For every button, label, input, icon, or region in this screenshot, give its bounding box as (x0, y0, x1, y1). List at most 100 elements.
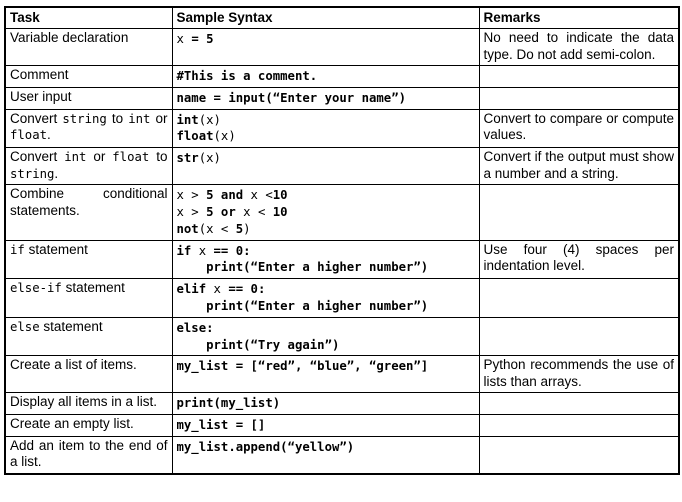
task-cell: User input (4, 86, 173, 110)
code-token: x < (243, 188, 273, 203)
code-token: == 0: (213, 243, 251, 258)
code-token: 10 (272, 204, 288, 219)
table-row: Comment #This is a comment. (4, 65, 680, 88)
task-text: . (54, 165, 59, 181)
task-text: . (47, 127, 51, 143)
code-token: x (206, 282, 229, 297)
code-line: x > 5 and x <10 (177, 187, 475, 204)
task-text: to (106, 110, 129, 126)
task-cell: Combine conditional statements. (4, 184, 173, 241)
sample-syntax-cell: str(x) (171, 147, 480, 186)
code-token: ) (243, 221, 251, 236)
code-line: my_list.append(“yellow”) (177, 439, 475, 456)
code-token: 10 (272, 188, 288, 203)
code-token: (x) (213, 129, 236, 144)
task-cell: Create an empty list. (4, 414, 173, 437)
remark-cell (478, 86, 680, 110)
code-token: print(“Enter a higher number”) (176, 260, 429, 275)
task-code-term: else-if (10, 281, 62, 296)
sample-syntax-cell: elif x == 0: print(“Enter a higher numbe… (171, 278, 480, 318)
task-text: Create an empty list. (10, 416, 134, 432)
task-text: Add an item to the end of a list. (10, 437, 168, 470)
code-token: my_list = [“red”, “blue”, “green”] (176, 359, 429, 374)
code-line: x = 5 (177, 31, 475, 48)
code-line: print(“Enter a higher number”) (177, 298, 475, 315)
task-text: Convert (10, 149, 65, 165)
remark-cell (478, 278, 680, 318)
task-code-term: else (10, 319, 40, 334)
task-text: statement (39, 318, 103, 334)
code-token: (x) (198, 151, 221, 166)
remark-cell (478, 65, 680, 88)
task-cell: if statement (4, 239, 173, 280)
task-code-term: int (128, 111, 151, 126)
code-token: x (191, 243, 214, 258)
sample-syntax-cell: my_list.append(“yellow”) (171, 435, 480, 475)
code-token: 5 or (206, 204, 236, 219)
table-row: Create an empty list. my_list = [] (4, 414, 680, 437)
task-code-term: if (10, 242, 25, 257)
table-row: Convert string to int or float.int (x)flo… (4, 108, 680, 149)
task-text: to (149, 149, 168, 165)
code-token: x > (176, 204, 207, 219)
remark-cell (478, 414, 680, 437)
task-cell: Create a list of items. (4, 355, 173, 394)
code-token: 5 and (206, 188, 244, 203)
sample-syntax-cell: int(x)float(x) (171, 108, 480, 149)
task-cell: Add an item to the end of a list. (4, 435, 173, 475)
remark-cell: Python recommends the use of lists than … (478, 355, 680, 394)
code-token: print(“Enter a higher number”) (176, 298, 429, 313)
task-code-term: int (64, 150, 87, 165)
task-text: or (150, 110, 168, 126)
code-token: print(my_list) (176, 396, 281, 411)
sample-syntax-cell: else: print(“Try again”) (171, 316, 480, 357)
task-cell: else statement (4, 316, 173, 357)
task-cell: Convert string to int or float. (4, 108, 173, 149)
table-row: Create a list of items. my_list = [“red”,… (4, 355, 680, 394)
task-text: Create a list of items. (10, 357, 137, 373)
task-cell: Display all items in a list. (4, 392, 173, 416)
code-token: elif (176, 282, 207, 297)
header-row: Task Sample Syntax Remarks (4, 6, 680, 29)
table-row: Combine conditional statements.x > 5 and… (4, 184, 680, 241)
sample-syntax-cell: my_list = [] (171, 414, 480, 437)
col-header-remarks: Remarks (478, 6, 680, 29)
code-token: if (176, 243, 192, 258)
task-text: Convert (10, 110, 63, 126)
remark-cell: Convert to compare or compute values. (478, 108, 680, 149)
code-token: x < (235, 204, 273, 219)
code-token: x (176, 32, 192, 46)
code-token: int (176, 112, 199, 127)
task-text: Variable declaration (10, 30, 129, 45)
code-token: = 5 (191, 32, 214, 46)
code-line: #This is a comment. (177, 68, 475, 85)
task-cell: Convert int or float to string. (4, 147, 173, 186)
sample-syntax-cell: if x == 0: print(“Enter a higher number”… (171, 239, 480, 280)
task-code-term: float (112, 150, 150, 165)
python-syntax-table: Task Sample Syntax Remarks Variable decl… (4, 6, 680, 475)
remark-cell: No need to indicate the data type. Do no… (478, 28, 680, 66)
task-cell: else-if statement (4, 278, 173, 318)
task-text: Display all items in a list. (10, 394, 158, 410)
task-text: Comment (10, 67, 69, 82)
remark-cell (478, 392, 680, 416)
code-line: x > 5 or x < 10 (177, 204, 475, 221)
code-token: #This is a comment. (176, 69, 318, 83)
sample-syntax-cell: #This is a comment. (171, 65, 480, 88)
code-token: str (176, 151, 199, 166)
sample-syntax-cell: x = 5 (171, 28, 480, 66)
code-token: my_list = [] (176, 418, 266, 433)
code-token: name = input(“Enter your name”) (176, 90, 407, 105)
code-token: float (176, 129, 214, 144)
remark-cell (478, 184, 680, 241)
code-token: not (176, 221, 199, 236)
code-line: print(my_list) (177, 395, 475, 412)
task-text: or (86, 149, 113, 165)
col-header-sample-syntax: Sample Syntax (171, 6, 480, 29)
remark-cell (478, 435, 680, 475)
sample-syntax-cell: my_list = [“red”, “blue”, “green”] (171, 355, 480, 394)
